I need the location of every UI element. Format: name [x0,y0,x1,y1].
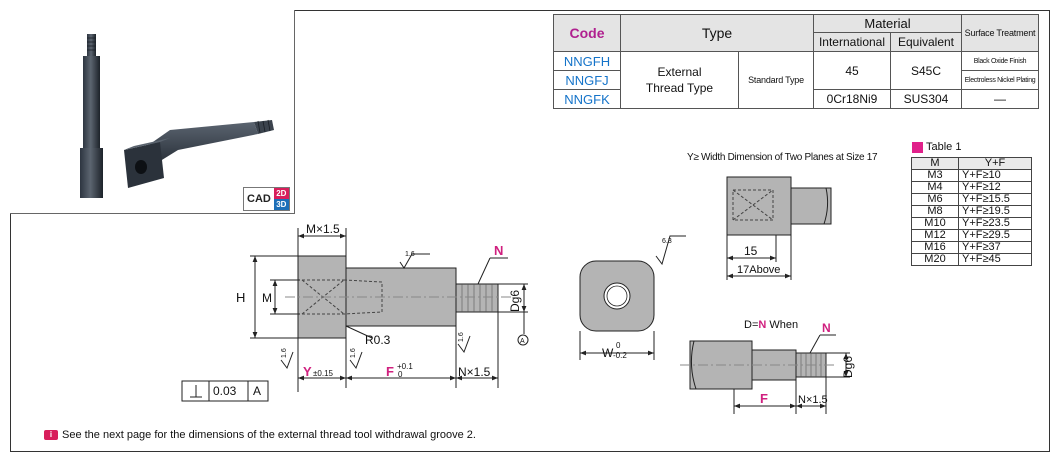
code-nngfh[interactable]: NNGFH [553,51,621,71]
cad-3d-label: 3D [273,199,289,210]
dim-n: N [494,243,503,258]
product-photo [10,10,295,214]
dim-w-tol-top: 0 [616,341,621,350]
product-photo-image [80,34,274,198]
cad-2d-label: 2D [273,188,289,199]
detail-note: D=N When [744,319,798,331]
table1-title-text: Table 1 [926,141,962,153]
roughness-y: 1.6 [281,348,288,358]
dim-15: 15 [744,244,758,258]
cad-badge[interactable]: CAD 2D 3D [243,187,290,211]
spec-table: Code Type Material Surface Treatment Int… [553,14,1039,109]
table1-title: Table 1 [912,141,961,153]
type-main: External Thread Type [620,51,739,109]
table1-cell-yf: Y+F≥45 [958,253,1032,266]
footnote: i See the next page for the dimensions o… [44,429,476,441]
detail-note-pre: D= [744,319,758,331]
dim-w-tol-bot: -0.2 [613,351,627,360]
header-international: International [813,32,891,52]
roughness-end: 6.3 [662,238,672,245]
header-code: Code [553,14,621,52]
detail-n: N [822,321,831,335]
detail-note-n: N [758,319,766,331]
dim-17-above: 17Above [737,264,780,276]
dim-m: M [262,291,272,305]
type-sub: Standard Type [738,51,814,109]
info-icon: i [44,430,58,440]
dim-thread-top: M×1.5 [306,222,340,236]
dim-thread-length: N×1.5 [458,365,491,379]
detail-view [680,340,836,390]
header-equivalent: Equivalent [890,32,962,52]
dim-y: Y [303,364,312,379]
table1-marker-icon [912,141,923,153]
dim-w: W [602,346,614,360]
detail-note-post: When [766,319,798,331]
cad-dimension-flags: 2D 3D [273,188,289,210]
material-equivalent-s45c: S45C [890,51,962,90]
flats-view [726,176,832,236]
footnote-text: See the next page for the dimensions of … [62,429,476,441]
dim-f-tol-top: +0.1 [397,362,413,371]
end-view [579,260,655,332]
header-type: Type [620,14,814,52]
roughness-top: 1.6 [405,251,415,258]
table1-cell-m: M20 [911,253,959,266]
surface-none: — [961,89,1039,109]
detail-dg6: Dg6 [841,356,855,378]
roughness-n: 1.6 [458,332,465,342]
cad-label: CAD [247,193,271,205]
datum-label: A [520,338,525,345]
detail-thread: N×1.5 [798,394,828,406]
main-part-view [285,255,512,339]
code-nngfj[interactable]: NNGFJ [553,70,621,90]
code-nngfk[interactable]: NNGFK [553,89,621,109]
tol-datum: A [253,384,261,398]
detail-f: F [760,391,768,406]
dim-y-tol: ±0.15 [313,369,334,378]
header-surface: Surface Treatment [961,14,1039,52]
tol-value: 0.03 [213,384,237,398]
dim-f-tol-bot: 0 [398,370,403,379]
roughness-f: 1.6 [350,348,357,358]
dim-h: H [236,290,245,305]
dim-dg6: Dg6 [508,290,522,312]
flats-note: Y≥ Width Dimension of Two Planes at Size… [687,152,878,163]
dim-f: F [386,364,394,379]
table1-header-yf: Y+F [958,157,1032,170]
header-material: Material [813,14,962,33]
dim-radius: R0.3 [365,333,391,347]
